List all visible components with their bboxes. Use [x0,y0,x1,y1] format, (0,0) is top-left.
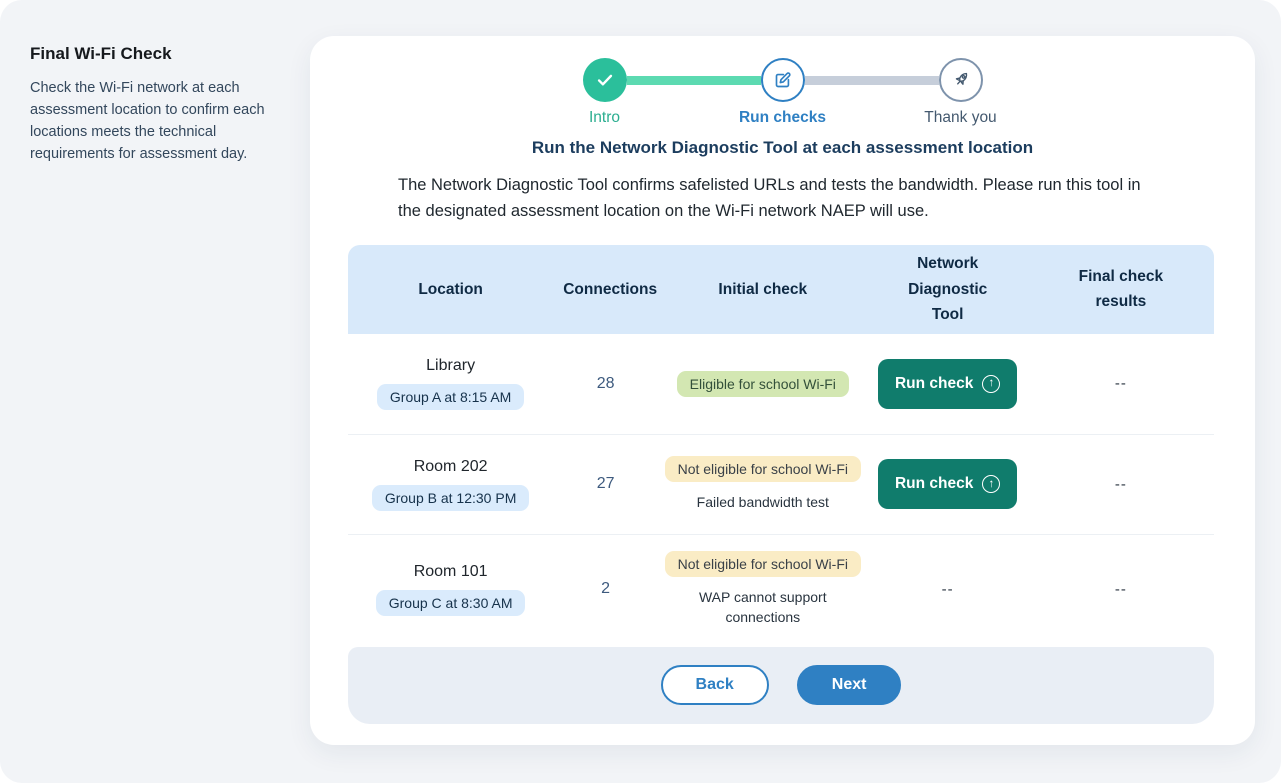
group-time-badge: Group A at 8:15 AM [376,384,525,411]
run-check-button[interactable]: Run check ↑ [877,358,1018,409]
connections-count: 27 [596,475,615,493]
step-run-checks-label: Run checks [738,109,827,126]
progress-stepper: Intro Run checks Thank you [310,58,1255,126]
initial-check-status-badge: Not eligible for school Wi-Fi [664,551,861,578]
table-row-room-101: Room 101 Group C at 8:30 AM 2 Not eligib… [348,533,1214,644]
locations-table: Location Connections Initial check Netwo… [348,245,1214,644]
stepper-connector-todo [804,75,939,85]
initial-check-status-badge: Eligible for school Wi-Fi [676,370,849,397]
final-check-result: -- [1114,475,1127,493]
footer-actions: Back Next [348,646,1214,724]
connections-count: 28 [596,374,615,392]
main-card: Intro Run checks Thank you [310,36,1255,745]
circled-up-arrow-icon: ↑ [982,475,1001,494]
column-header-location: Location [418,280,483,298]
location-name: Library [426,357,476,375]
rocket-icon [945,65,976,96]
step-intro-label: Intro [588,109,621,126]
back-button[interactable]: Back [660,665,769,706]
run-check-button-label: Run check [894,475,974,493]
table-row-library: Library Group A at 8:15 AM 28 Eligible f… [348,333,1214,434]
step-intro[interactable]: Intro [582,58,627,126]
column-header-network-diagnostic-tool: Network Diagnostic Tool [908,255,988,324]
initial-check-note: Failed bandwidth test [696,494,829,511]
column-header-connections: Connections [563,280,658,298]
step-run-checks-circle [760,58,805,102]
run-check-button[interactable]: Run check ↑ [877,459,1018,510]
initial-check-note: WAP cannot support connections [698,589,827,625]
group-time-badge: Group C at 8:30 AM [375,589,526,616]
stepper-connector-done [626,75,761,85]
page-description: Check the Wi-Fi network at each assessme… [30,80,265,163]
table-header-row: Location Connections Initial check Netwo… [348,245,1214,334]
initial-check-status-badge: Not eligible for school Wi-Fi [664,456,861,483]
column-header-final-check-results: Final check results [1078,267,1164,311]
location-name: Room 101 [413,562,488,580]
connections-count: 2 [601,580,611,598]
step-thank-you-label: Thank you [924,109,997,126]
column-header-initial-check: Initial check [718,280,808,298]
next-button[interactable]: Next [796,665,902,706]
section-heading: Run the Network Diagnostic Tool at each … [531,138,1034,157]
run-check-button-label: Run check [894,374,974,392]
circled-up-arrow-icon: ↑ [982,374,1001,393]
step-run-checks[interactable]: Run checks [739,58,826,126]
step-thank-you-circle [938,58,983,102]
check-icon [594,69,616,91]
section-description: The Network Diagnostic Tool confirms saf… [398,176,1141,221]
table-row-room-202: Room 202 Group B at 12:30 PM 27 Not elig… [348,433,1214,534]
page-title: Final Wi-Fi Check [30,44,172,63]
group-time-badge: Group B at 12:30 PM [371,484,530,511]
final-check-result: -- [1114,375,1127,393]
edit-icon [773,70,793,90]
final-check-result: -- [1114,580,1127,598]
sidebar: Final Wi-Fi Check Check the Wi-Fi networ… [30,44,285,165]
location-name: Room 202 [413,457,488,475]
network-diagnostic-tool-placeholder: -- [941,580,954,598]
step-thank-you[interactable]: Thank you [924,58,997,126]
step-intro-circle [582,58,627,102]
